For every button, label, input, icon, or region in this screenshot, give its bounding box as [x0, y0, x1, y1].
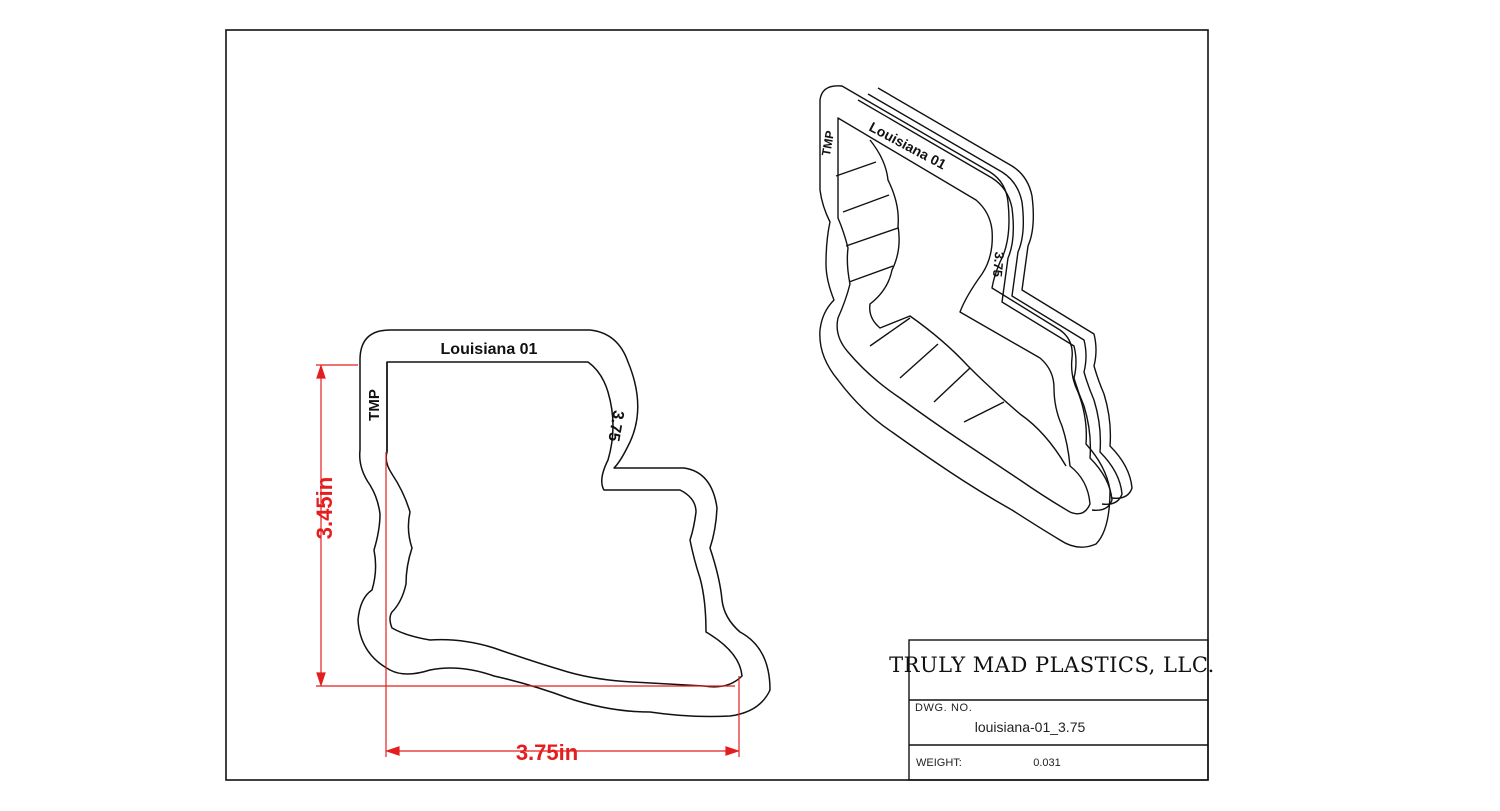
- title-block-dwg-no-value: louisiana-01_3.75: [975, 719, 1086, 735]
- height-dimension-label: 3.45in: [312, 477, 337, 539]
- title-block-company: TRULY MAD PLASTICS, LLC.: [889, 653, 1215, 677]
- iso-inner-wall: [869, 139, 1067, 467]
- title-block: [908, 639, 1209, 781]
- iso-wall-segment: [848, 265, 894, 283]
- title-block-dwg-no-label: DWG. NO.: [915, 702, 972, 714]
- isometric-view: [819, 85, 1133, 548]
- title-block-weight-value: 0.031: [1033, 757, 1061, 769]
- iso-wall-segment: [933, 367, 971, 403]
- front-brand-engraving: TMP: [366, 389, 383, 421]
- cutter-outer-outline: [357, 329, 771, 718]
- iso-wall-segment: [842, 194, 890, 213]
- iso-back-layer-3: [877, 87, 1133, 499]
- iso-inner-outline: [836, 117, 1091, 515]
- iso-wall-segment: [899, 343, 939, 379]
- iso-wall-segment: [963, 401, 1005, 423]
- iso-outer-outline: [819, 85, 1111, 548]
- iso-wall-segment: [835, 161, 877, 177]
- iso-wall-segment: [869, 317, 911, 347]
- iso-back-layer-1: [857, 99, 1113, 511]
- front-name-engraving: Louisiana 01: [441, 341, 538, 358]
- width-dimension-label: 3.75in: [516, 740, 578, 765]
- front-size-engraving: 3.75: [604, 409, 626, 443]
- iso-back-layer-2: [867, 93, 1123, 505]
- drawing-border: [225, 29, 1209, 781]
- front-view: [357, 329, 771, 718]
- iso-wall-segment: [845, 227, 899, 247]
- title-block-weight-label: WEIGHT:: [916, 757, 962, 769]
- cutter-inner-outline: [385, 361, 743, 688]
- iso-size-engraving: 3.75: [990, 251, 1007, 278]
- width-dimension: [385, 452, 740, 757]
- iso-brand-engraving: TMP: [819, 130, 837, 157]
